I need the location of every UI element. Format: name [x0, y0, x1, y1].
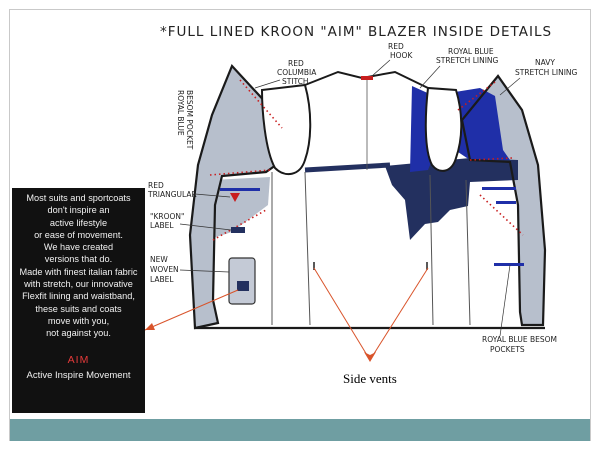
annotation-royal-blue-stretch-lining: ROYAL BLUE STRETCH LINING — [436, 47, 499, 65]
svg-text:STRETCH LINING: STRETCH LINING — [436, 56, 499, 65]
annotation-red-hook: RED HOOK — [388, 42, 413, 60]
leader-kroon-label — [179, 223, 232, 231]
kroon-label-patch — [231, 227, 245, 233]
panel-line: Most suits and sportcoats — [26, 193, 131, 203]
annotation-kroon-label: "KROON" LABEL — [150, 212, 184, 230]
svg-text:NEW: NEW — [150, 255, 168, 264]
svg-text:TRIANGULAR: TRIANGULAR — [147, 190, 197, 199]
panel-line: or ease of movement. — [34, 229, 123, 240]
red-columbia-stitching — [209, 79, 524, 241]
outline-right-front — [460, 74, 547, 327]
annotation-red-triangular: RED TRIANGULAR — [147, 181, 197, 199]
waistband — [304, 162, 391, 173]
svg-text:RED: RED — [388, 42, 404, 51]
leader-red-triangular — [194, 193, 231, 198]
leader-red-hook — [371, 59, 391, 77]
sketch-title: *FULL LINED KROON "AIM" BLAZER INSIDE DE… — [160, 24, 552, 40]
side-vents-label: Side vents — [343, 371, 397, 386]
left-inner-panel — [213, 177, 270, 238]
panel-line: We have created — [43, 242, 114, 253]
svg-text:ROYAL BLUE BESOM: ROYAL BLUE BESOM — [482, 335, 557, 344]
right-besom-pocket-2 — [496, 201, 516, 204]
svg-text:STRETCH LINING: STRETCH LINING — [515, 68, 578, 77]
aim-label-panel: Most suits and sportcoats don't inspire … — [12, 188, 145, 413]
svg-text:RED: RED — [148, 181, 164, 190]
svg-text:"KROON": "KROON" — [150, 212, 184, 221]
right-besom-pocket-1 — [482, 187, 516, 190]
arrow-head-vents — [364, 352, 376, 362]
leader-new-woven-label — [179, 269, 230, 273]
annotation-red-columbia-stitch: RED COLUMBIA STITCH — [277, 59, 317, 86]
svg-text:ROYAL BLUE: ROYAL BLUE — [448, 47, 494, 56]
annotation-new-woven-label: NEW WOVEN LABEL — [150, 255, 179, 284]
aim-brand: AIM — [67, 353, 90, 366]
annotation-navy-stretch-lining: NAVY STRETCH LINING — [515, 58, 578, 77]
annotation-royal-blue-besom-pocket: ROYAL BLUE BESOM POCKET — [176, 90, 194, 150]
svg-text:NAVY: NAVY — [535, 58, 555, 67]
svg-text:LABEL: LABEL — [150, 221, 174, 230]
panel-line: Made with finest italian fabric — [19, 266, 138, 277]
svg-text:ROYAL BLUE: ROYAL BLUE — [176, 90, 185, 136]
svg-text:STITCH: STITCH — [282, 77, 309, 86]
panel-line: move with you, — [47, 315, 110, 326]
royal-blue-lining-right — [455, 88, 510, 160]
left-besom-pocket — [220, 188, 260, 191]
svg-text:WOVEN: WOVEN — [150, 265, 179, 274]
red-triangle-tab — [230, 193, 240, 202]
leader-royal-blue-lining — [419, 65, 441, 89]
svg-text:POCKETS: POCKETS — [490, 345, 525, 354]
aim-tagline: Active Inspire Movement — [26, 369, 131, 381]
svg-text:RED: RED — [288, 59, 304, 68]
svg-text:HOOK: HOOK — [390, 51, 413, 60]
panel-line: not against you. — [46, 328, 111, 339]
panel-seams — [271, 171, 471, 326]
red-hook — [361, 76, 373, 80]
svg-text:BESOM POCKET: BESOM POCKET — [185, 90, 194, 150]
right-besom-pocket-3 — [494, 263, 524, 266]
annotation-royal-blue-besom-pockets: ROYAL BLUE BESOM POCKETS — [482, 335, 557, 354]
leader-columbia-stitch — [254, 79, 281, 89]
left-armhole — [260, 83, 312, 176]
right-armhole — [424, 86, 463, 172]
leader-besom-pockets — [499, 264, 511, 337]
slide-footer-bar — [10, 419, 590, 441]
panel-line: these suits and coats — [35, 303, 122, 314]
callout-arrows — [144, 267, 429, 361]
leader-navy-lining — [499, 77, 521, 96]
panel-line: Flexfit lining and waistband, — [22, 291, 135, 302]
panel-line: don't inspire an — [47, 205, 110, 216]
svg-text:COLUMBIA: COLUMBIA — [277, 68, 317, 77]
woven-label-patch — [237, 281, 249, 291]
svg-text:LABEL: LABEL — [150, 275, 174, 284]
panel-line: with stretch, our innovative — [24, 279, 133, 290]
navy-lining — [385, 158, 518, 240]
vent-marks — [313, 262, 428, 270]
arrow-head-label — [145, 323, 155, 330]
panel-line: versions that do. — [44, 254, 113, 265]
panel-line: active lifestyle — [49, 217, 108, 228]
